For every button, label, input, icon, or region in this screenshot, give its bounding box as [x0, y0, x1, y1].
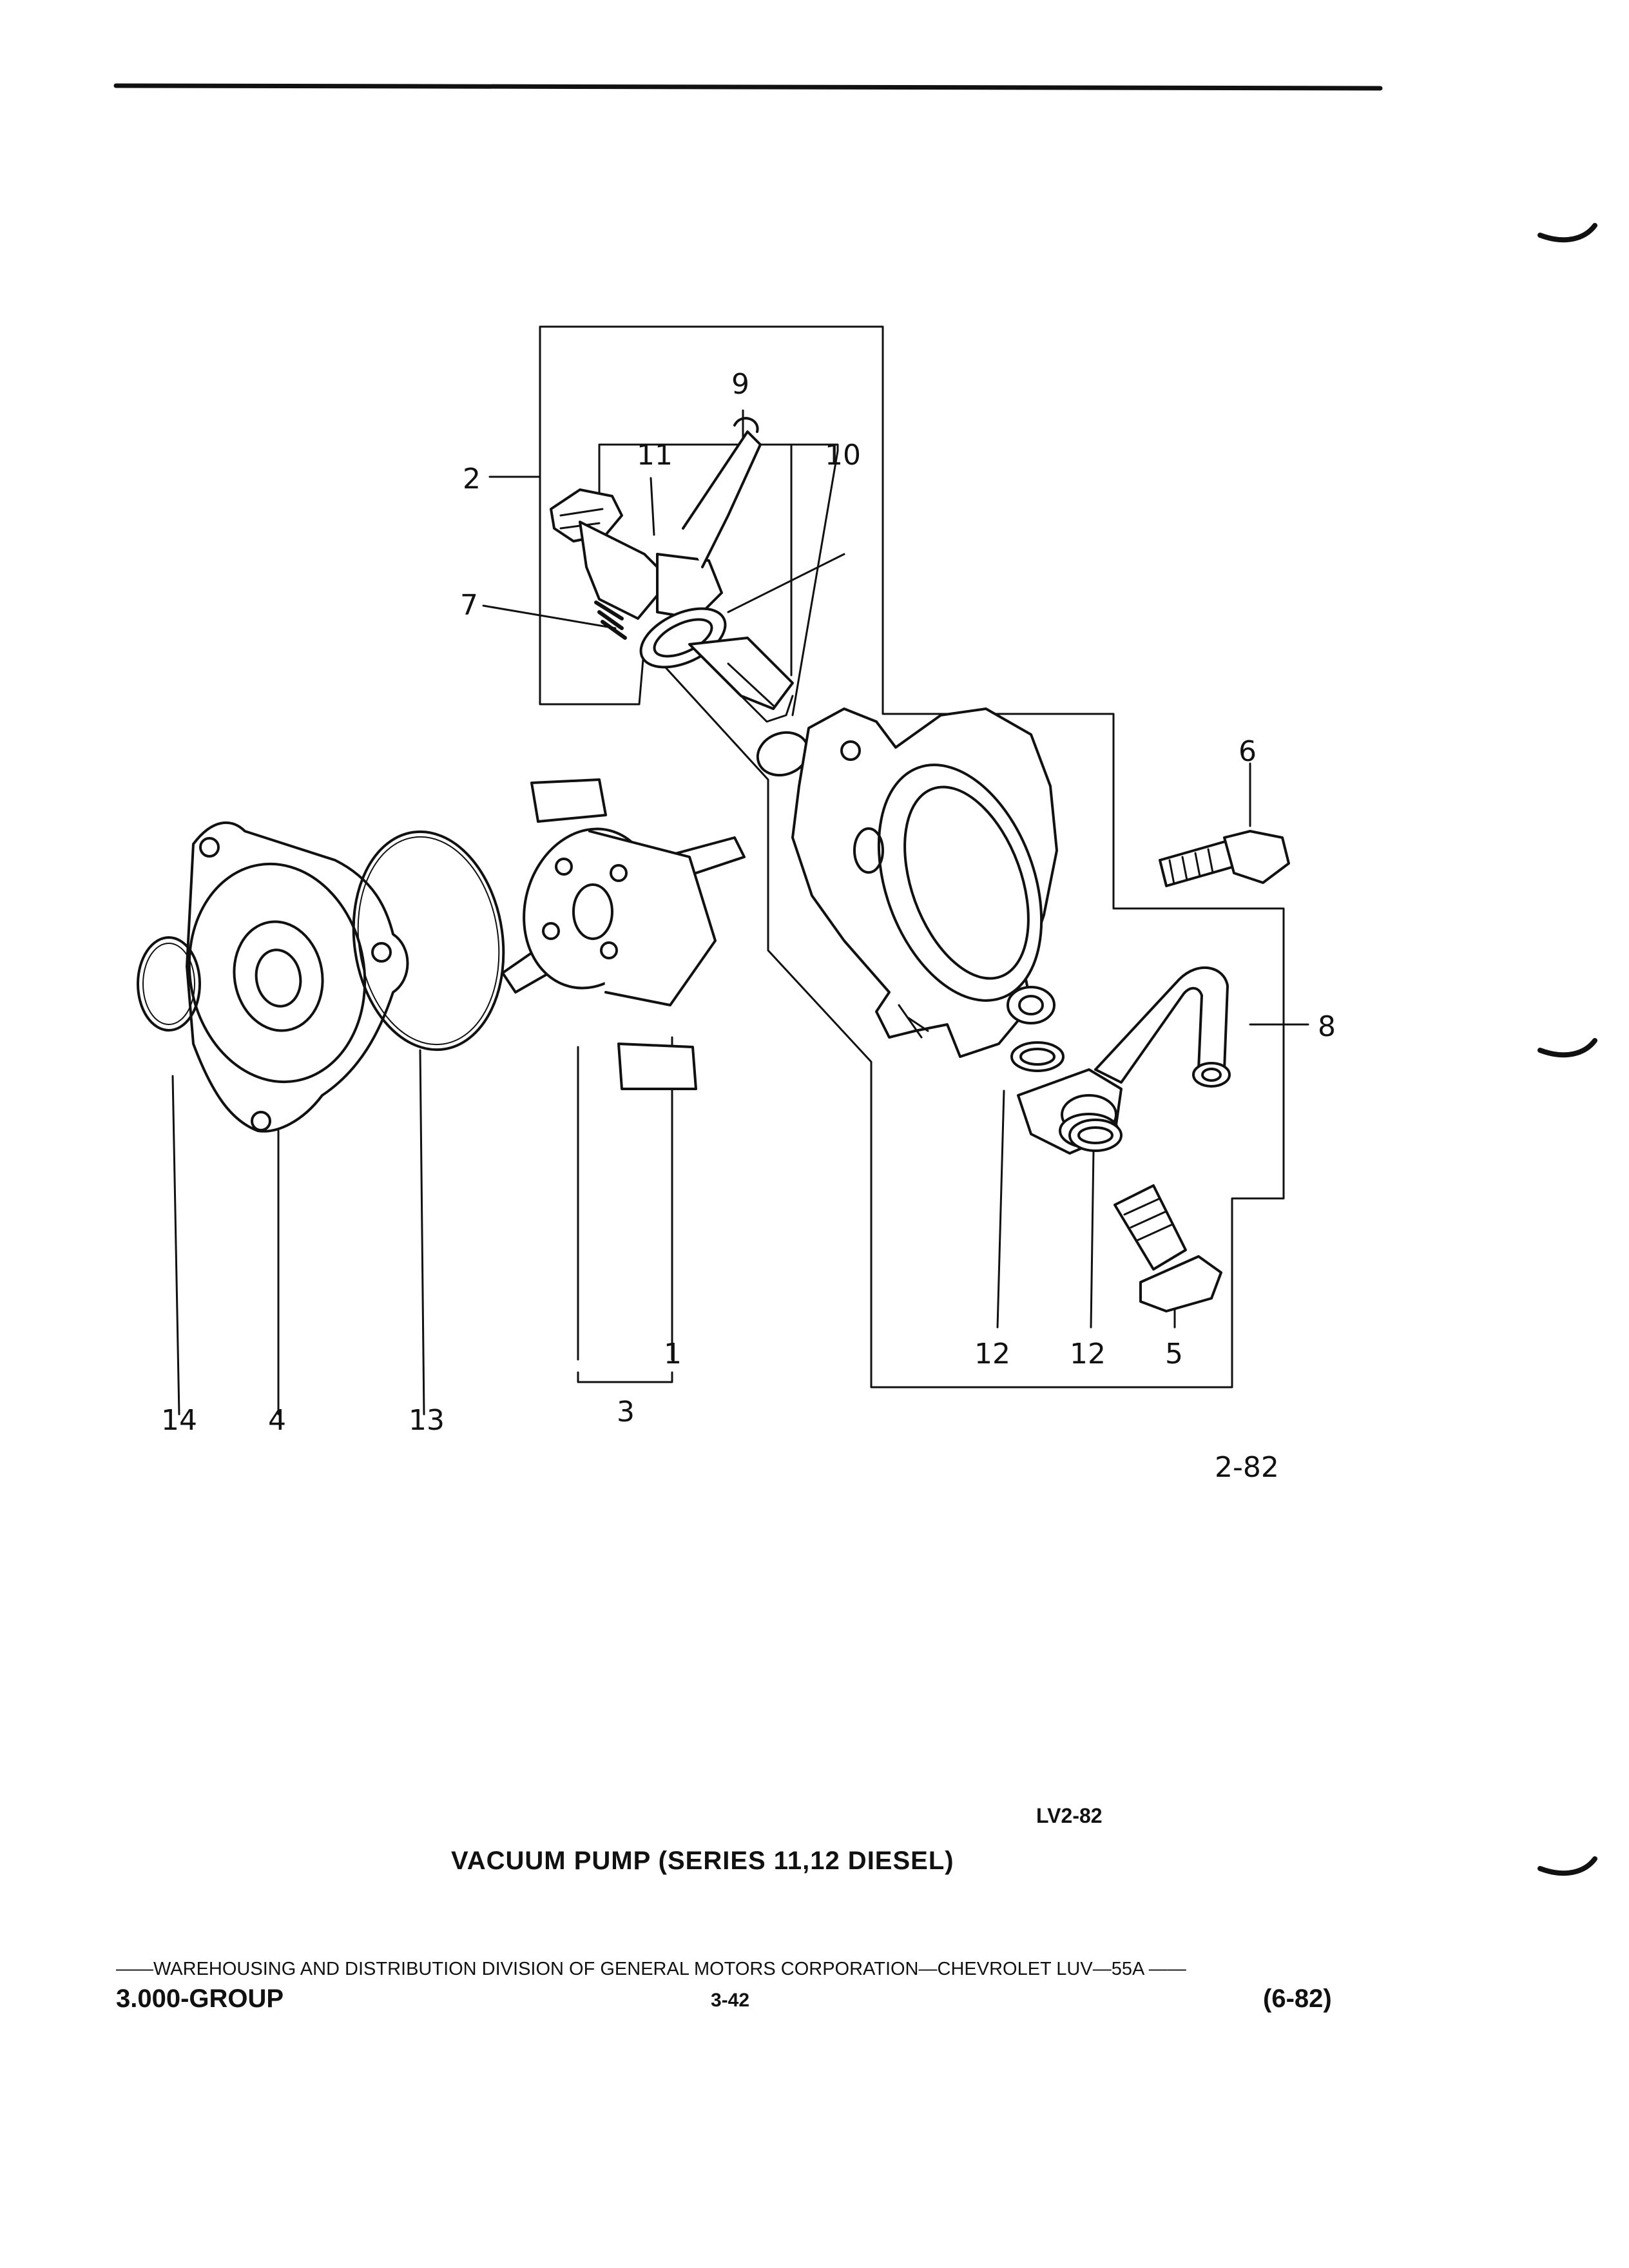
callout-5: 5	[1165, 1338, 1183, 1370]
callout-3: 3	[617, 1396, 635, 1428]
binder-mark	[1537, 1038, 1597, 1058]
callout-14: 14	[161, 1404, 197, 1437]
callout-7: 7	[460, 589, 478, 622]
binder-mark	[1537, 1856, 1597, 1876]
footer-date: (6-82)	[1263, 1984, 1332, 2013]
callout-13: 13	[409, 1404, 445, 1437]
leader-lines	[171, 409, 1309, 1416]
callout-2: 2	[463, 463, 481, 495]
callout-12b: 12	[1070, 1338, 1106, 1370]
footer-group: 3.000-GROUP	[116, 1984, 284, 2013]
banjo-fitting	[1010, 1041, 1222, 1312]
figure-number: 2-82	[1215, 1451, 1279, 1484]
oil-pipe-8	[1094, 966, 1231, 1088]
callout-1: 1	[664, 1338, 682, 1370]
callout-9: 9	[731, 368, 749, 401]
top-rule	[113, 83, 1383, 91]
bolt-6	[1159, 830, 1290, 887]
check-valve-assembly	[550, 417, 810, 777]
o-ring-13-inner	[357, 836, 500, 1046]
callout-6: 6	[1239, 735, 1257, 768]
callout-4: 4	[268, 1404, 286, 1437]
o-ring-14	[137, 936, 201, 1032]
figure-code: LV2-82	[1036, 1804, 1103, 1827]
callout-8: 8	[1318, 1010, 1336, 1043]
assembly-boundary	[539, 325, 1285, 1389]
o-ring-14-inner	[142, 943, 195, 1025]
footer-page-number: 3-42	[711, 1990, 750, 2011]
pump-housing	[791, 707, 1058, 1058]
rotor-assembly	[501, 778, 746, 1090]
o-ring-13	[352, 830, 505, 1052]
binder-mark	[1537, 223, 1597, 243]
figure-caption: VACUUM PUMP (SERIES 11,12 DIESEL)	[451, 1847, 954, 1875]
callout-10: 10	[825, 439, 861, 472]
end-cover-4	[186, 822, 409, 1133]
callout-12a: 12	[974, 1338, 1010, 1370]
footer-publisher-line: ——WAREHOUSING AND DISTRIBUTION DIVISION …	[116, 1959, 1186, 1979]
callout-11: 11	[637, 439, 673, 472]
